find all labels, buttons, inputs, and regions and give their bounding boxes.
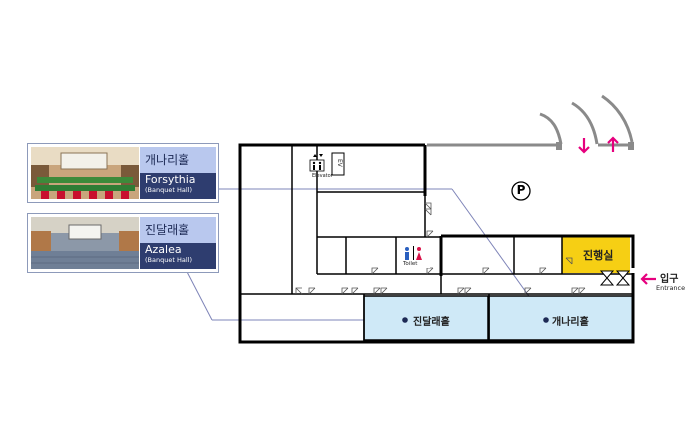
office-room bbox=[562, 237, 630, 273]
forsythia-photo bbox=[31, 147, 139, 199]
toilet-icon bbox=[401, 245, 430, 268]
azalea-card[interactable]: 진달래홀 Azalea (Banquet Hall) bbox=[27, 213, 219, 273]
azalea-name-en-box: Azalea (Banquet Hall) bbox=[140, 243, 216, 269]
traffic-arrows bbox=[578, 136, 656, 285]
forsythia-name-en-box: Forsythia (Banquet Hall) bbox=[140, 173, 216, 199]
gaenari-hall bbox=[488, 295, 634, 341]
entrance-label-ko: 입구 bbox=[660, 274, 679, 285]
road-lines bbox=[427, 94, 634, 147]
jindallae-hall bbox=[363, 295, 489, 341]
ev-label: EV bbox=[336, 159, 343, 167]
ev-box bbox=[331, 152, 345, 176]
toilet-label: Toilet bbox=[403, 261, 418, 267]
forsythia-name-en: Forsythia bbox=[145, 173, 196, 186]
jindallae-room-label: 진달래홀 bbox=[413, 317, 450, 328]
road-post-1 bbox=[556, 142, 562, 150]
parking-label: P bbox=[516, 183, 526, 197]
parking-icon bbox=[511, 181, 531, 201]
forsythia-card[interactable]: 개나리홀 Forsythia (Banquet Hall) bbox=[27, 143, 219, 203]
gaenari-dot bbox=[543, 317, 549, 323]
jindallae-dot bbox=[402, 317, 408, 323]
road-post-2 bbox=[628, 142, 634, 150]
azalea-sub: (Banquet Hall) bbox=[145, 256, 192, 264]
forsythia-label: 개나리홀 Forsythia (Banquet Hall) bbox=[140, 147, 216, 199]
entrance-doors bbox=[599, 270, 631, 286]
azalea-name-en: Azalea bbox=[145, 243, 182, 256]
gaenari-room-label: 개나리홀 bbox=[552, 317, 589, 328]
azalea-leader-d bbox=[184, 267, 213, 321]
elevator-icon bbox=[309, 154, 325, 172]
azalea-label: 진달래홀 Azalea (Banquet Hall) bbox=[140, 217, 216, 269]
azalea-photo bbox=[31, 217, 139, 269]
entrance-label-en: Entrance bbox=[656, 284, 686, 292]
azalea-name-ko: 진달래홀 bbox=[140, 217, 216, 243]
elevator-label: Elevator bbox=[312, 173, 333, 179]
office-label: 진행실 bbox=[583, 249, 614, 262]
door-symbols bbox=[295, 202, 586, 295]
outer-walls bbox=[238, 143, 635, 344]
forsythia-sub: (Banquet Hall) bbox=[145, 186, 192, 194]
forsythia-name-ko: 개나리홀 bbox=[140, 147, 216, 173]
